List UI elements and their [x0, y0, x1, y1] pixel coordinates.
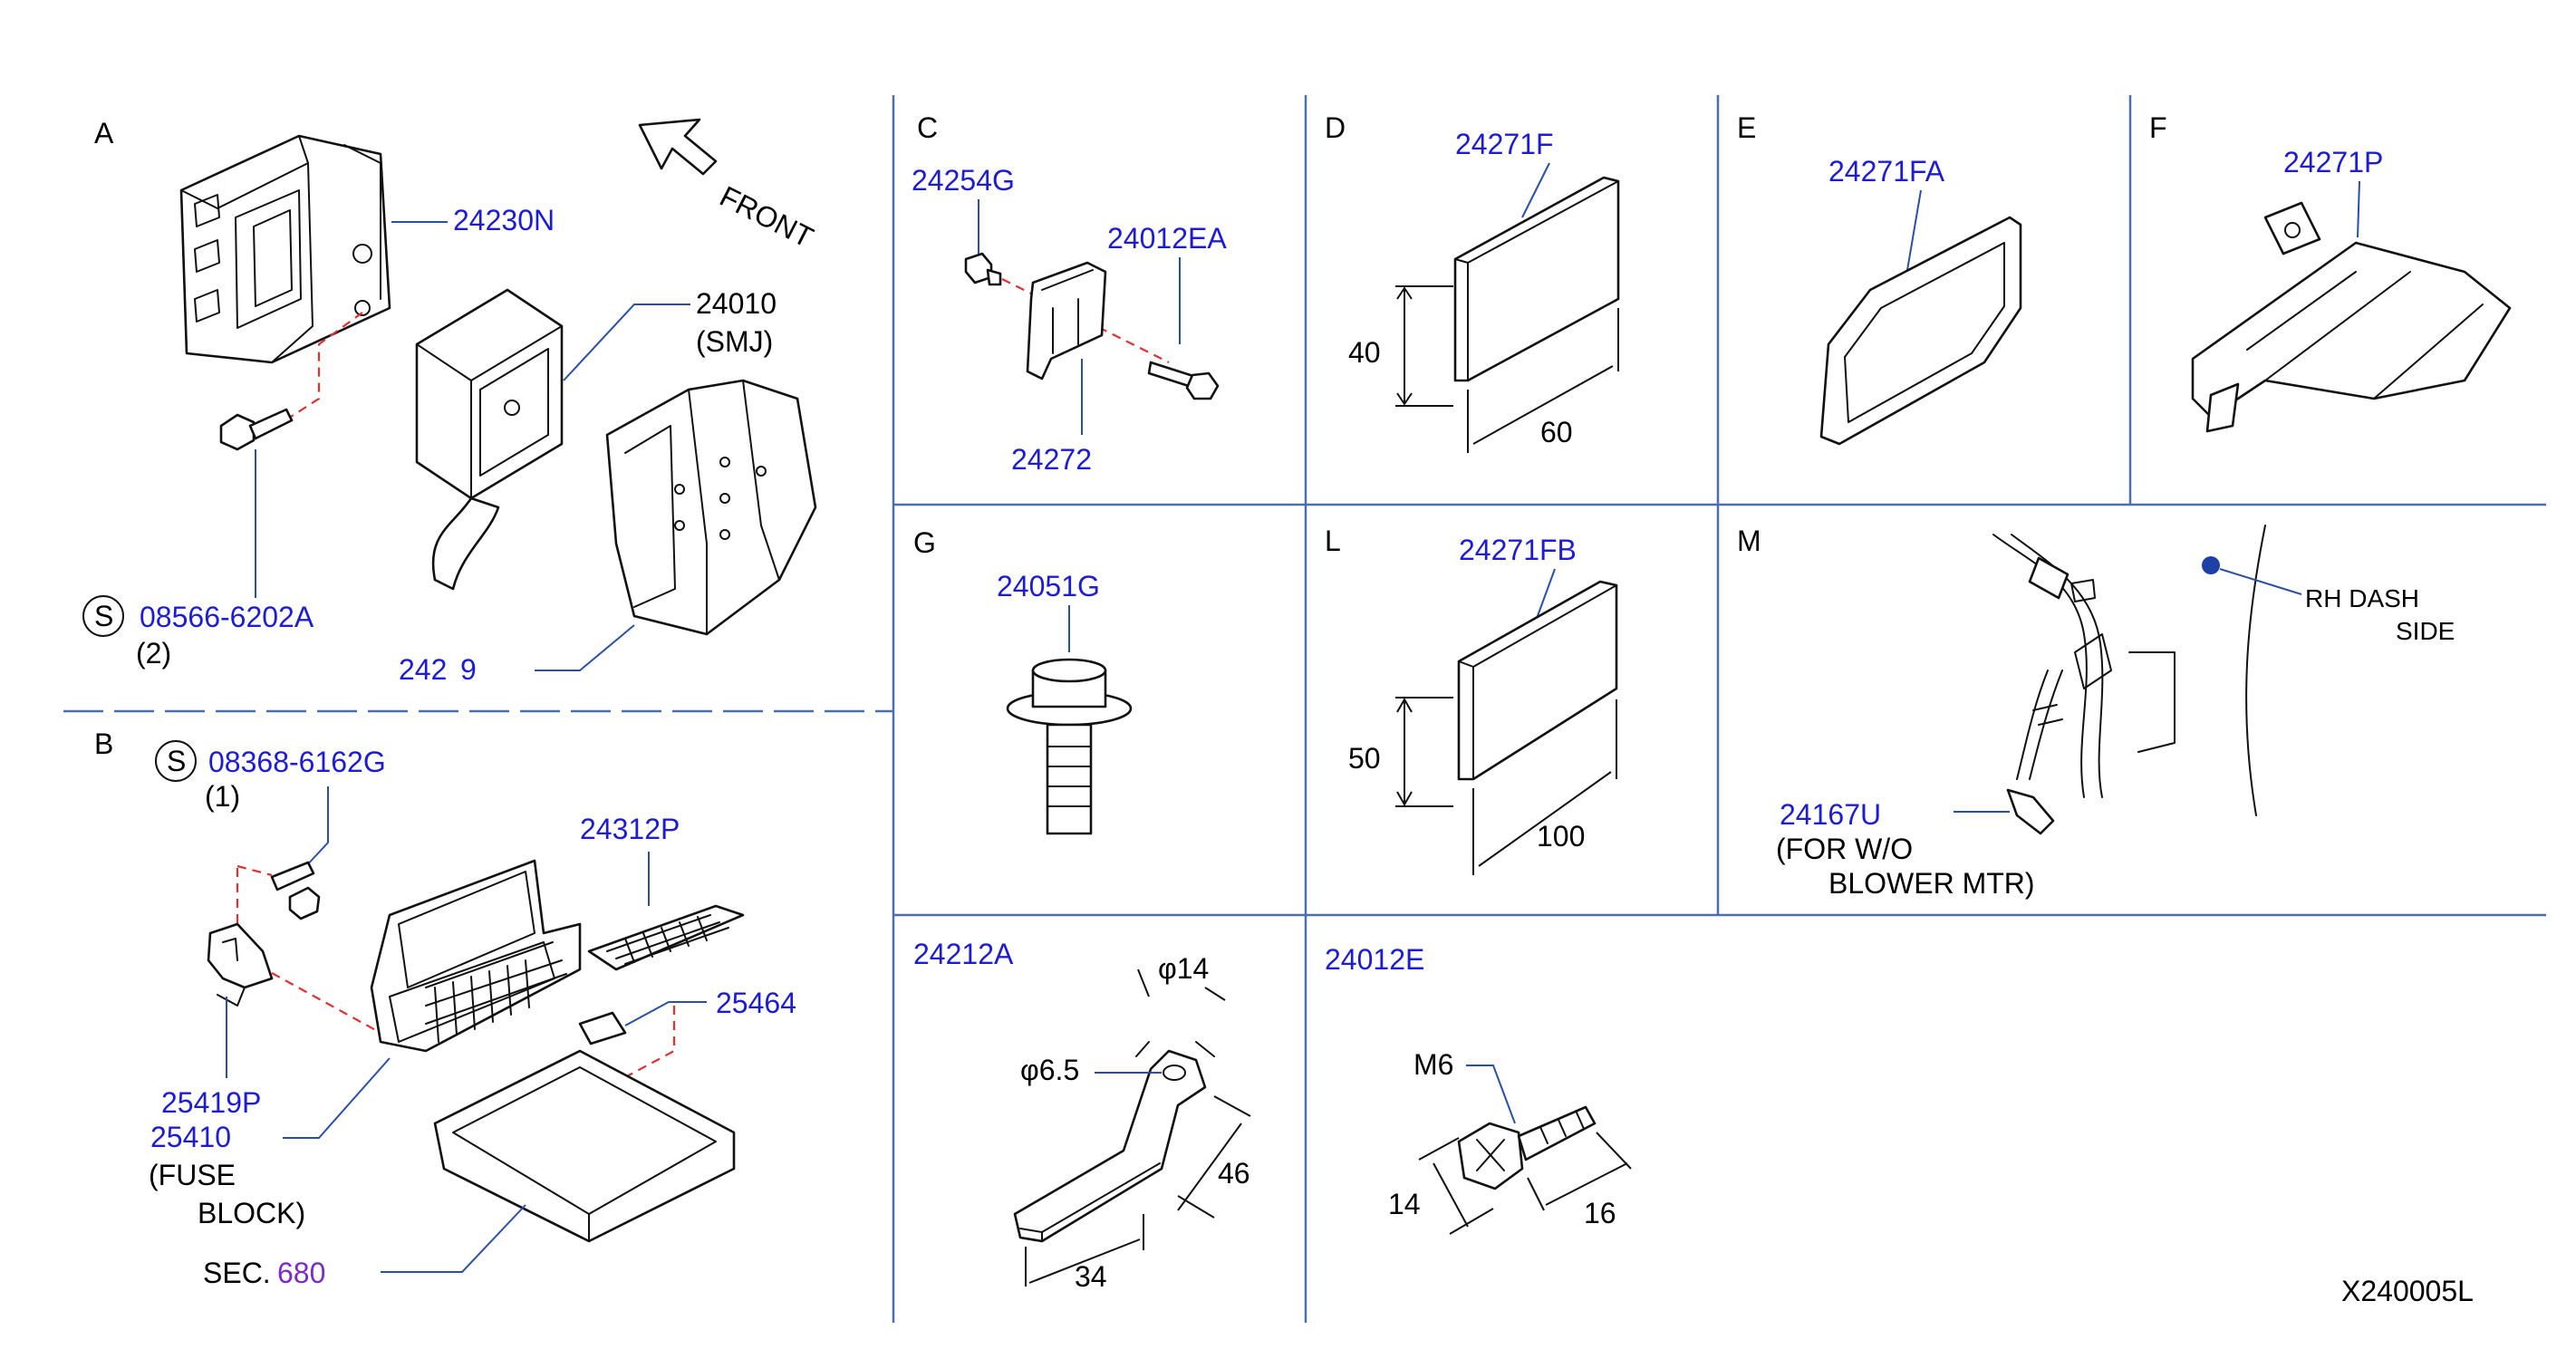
fuse-25464-drawing	[578, 1011, 627, 1045]
s-symbol-1	[82, 595, 124, 637]
dim-phi14: φ14	[1158, 952, 1209, 985]
bolt-24051g-drawing	[1006, 658, 1133, 835]
qty-1: (1)	[205, 780, 240, 813]
clip-24254g-drawing	[964, 252, 1002, 286]
dim-14: 14	[1388, 1188, 1421, 1220]
bracket-25419p-drawing	[207, 922, 274, 1007]
section-l: 24271FB 50 100	[1348, 534, 1618, 875]
pad-24271fb-drawing	[1457, 580, 1618, 781]
bracket-242x9-drawing	[605, 379, 817, 636]
smj-module-drawing	[415, 288, 564, 591]
bracket-24272-drawing	[1026, 261, 1107, 381]
fuse-puller-24312p-drawing	[587, 904, 745, 971]
part-24312p[interactable]: 24312P	[580, 813, 680, 845]
part-08368-6162g[interactable]: 08368-6162G	[208, 746, 386, 778]
s-symbol-1-letter: S	[94, 600, 113, 632]
section-f-label: F	[2149, 111, 2167, 144]
bolt-08566-drawing	[219, 408, 294, 451]
sec-label: SEC.	[203, 1257, 271, 1289]
section-24012e: 24012E M6 14 16	[1325, 943, 1632, 1235]
part-24051g[interactable]: 24051G	[997, 570, 1100, 602]
dim-34: 34	[1075, 1260, 1107, 1293]
pad-24271fa-drawing	[1819, 216, 2022, 446]
part-08566-6202a[interactable]: 08566-6202A	[140, 601, 314, 633]
dim-46: 46	[1218, 1157, 1250, 1190]
section-m-label: M	[1737, 525, 1761, 557]
cover-tray-drawing	[433, 1049, 736, 1243]
section-a-label: A	[94, 117, 114, 149]
section-g-label: G	[913, 526, 936, 559]
part-24271fb[interactable]: 24271FB	[1459, 534, 1577, 566]
screw-24012ea-drawing	[1147, 361, 1220, 400]
section-l-label: L	[1325, 525, 1341, 557]
part-24272[interactable]: 24272	[1011, 443, 1092, 476]
part-24271fa[interactable]: 24271FA	[1828, 155, 1945, 188]
sec-680-link[interactable]: 680	[277, 1257, 325, 1289]
bracket-24230n-drawing	[179, 134, 391, 364]
s-symbol-2-letter: S	[167, 745, 186, 777]
dim-100: 100	[1537, 820, 1585, 853]
bolt-08368-drawing	[270, 861, 321, 920]
part-24271p[interactable]: 24271P	[2283, 146, 2383, 178]
section-e: 24271FA	[1819, 155, 2022, 446]
pad-24271f-drawing	[1453, 176, 1620, 382]
section-m: RH DASH SIDE 24167U (FOR W/O BLOWER MTR)	[1776, 525, 2455, 900]
part-smj: (SMJ)	[696, 325, 773, 358]
front-arrow-icon	[638, 118, 718, 176]
part-24230n[interactable]: 24230N	[453, 204, 555, 236]
part-242x9[interactable]: 242	[399, 653, 447, 686]
section-b-label: B	[94, 727, 113, 760]
fuse-block-drawing	[370, 859, 582, 1053]
diagram-id: X240005L	[2341, 1275, 2474, 1307]
for-wo-label: (FOR W/O	[1776, 833, 1913, 865]
part-25410[interactable]: 25410	[150, 1121, 231, 1153]
pad-24271p-drawing	[2191, 201, 2512, 433]
section-24212a: 24212A φ14 φ6.5 46 34	[913, 938, 1251, 1293]
part-25419p[interactable]: 25419P	[161, 1086, 261, 1119]
section-c: 24254G 24012EA 24272	[912, 164, 1227, 476]
dim-40: 40	[1348, 336, 1381, 369]
section-a: FRONT 24230N S 08566-6202A (2)	[82, 118, 819, 686]
panel-grid	[63, 95, 2546, 1323]
front-label: FRONT	[715, 179, 819, 254]
dim-60: 60	[1540, 416, 1573, 448]
block-label: BLOCK)	[198, 1197, 305, 1229]
screw-24012e-drawing	[1457, 1105, 1597, 1190]
harness-m-drawing	[1992, 525, 2266, 835]
fuse-label: (FUSE	[149, 1159, 236, 1191]
section-e-label: E	[1737, 111, 1756, 144]
clip-24212a-drawing	[1013, 1041, 1215, 1243]
dim-m6: M6	[1413, 1048, 1453, 1081]
rh-dash-label: RH DASH	[2305, 584, 2419, 612]
section-d: 24271F 40 60	[1348, 128, 1620, 453]
dim-phi65: φ6.5	[1020, 1054, 1079, 1086]
part-24167u[interactable]: 24167U	[1780, 798, 1881, 831]
s-symbol-2	[155, 740, 197, 782]
part-24271f[interactable]: 24271F	[1455, 128, 1554, 160]
qty-2: (2)	[136, 637, 171, 670]
dim-16: 16	[1584, 1197, 1616, 1229]
dim-50: 50	[1348, 742, 1381, 775]
section-f: 24271P	[2191, 146, 2512, 433]
section-b: S 08368-6162G (1) 25419P 25410 (FUSE BLO	[149, 740, 796, 1289]
blower-mtr-label: BLOWER MTR)	[1828, 867, 2035, 900]
section-c-label: C	[917, 111, 938, 144]
part-24012ea[interactable]: 24012EA	[1107, 222, 1227, 255]
part-24212a[interactable]: 24212A	[913, 938, 1014, 970]
part-24010: 24010	[696, 287, 777, 320]
part-24012e[interactable]: 24012E	[1325, 943, 1424, 976]
section-d-label: D	[1325, 111, 1346, 144]
part-242x9-tail[interactable]: 9	[460, 653, 477, 686]
part-24254g[interactable]: 24254G	[912, 164, 1015, 197]
part-25464[interactable]: 25464	[716, 987, 796, 1019]
section-g: 24051G	[997, 570, 1133, 835]
rh-dash-marker-icon	[2202, 556, 2220, 574]
side-label: SIDE	[2396, 617, 2455, 645]
